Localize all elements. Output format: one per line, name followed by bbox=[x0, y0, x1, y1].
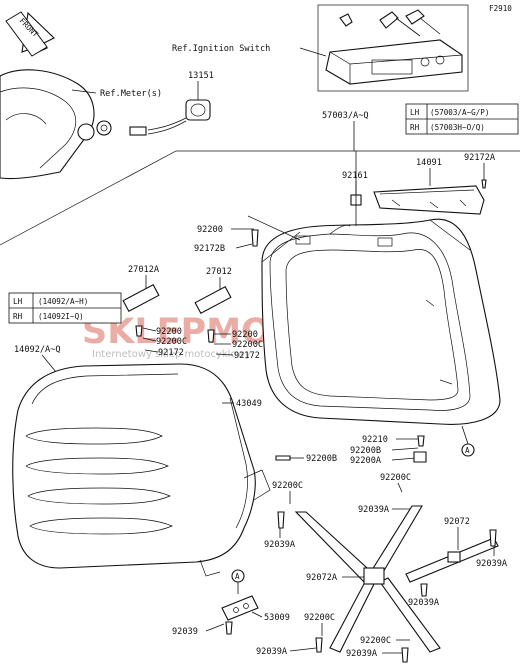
label-92039A: 92039A bbox=[264, 540, 296, 550]
label-92039A: 92039A bbox=[256, 647, 288, 657]
screw-92172 bbox=[135, 325, 143, 337]
ref-meter: Ref.Meter(s) bbox=[100, 89, 162, 99]
saddlebag-body bbox=[261, 218, 501, 425]
assembly-table-code: (57003H~O/Q) bbox=[430, 123, 485, 132]
strap-92072 bbox=[405, 537, 499, 583]
lid-table-side: RH bbox=[13, 312, 23, 321]
ignition-switch-illustration bbox=[317, 4, 469, 92]
front-arrow-icon: FRONT bbox=[5, 11, 55, 57]
callout-a-label: A bbox=[235, 572, 240, 581]
screw-92172A bbox=[481, 179, 487, 189]
label-27012: 27012 bbox=[206, 267, 232, 277]
bracket-27012 bbox=[194, 285, 232, 315]
latch-53009 bbox=[221, 595, 259, 621]
assembly-table-side: LH bbox=[410, 108, 420, 117]
assembly-variant-table: LH (57003/A~G/P) RH (57003H~O/Q) bbox=[405, 103, 519, 135]
label-92200: 92200 bbox=[197, 225, 223, 235]
callout-a-label: A bbox=[465, 446, 470, 455]
meter-illustration bbox=[0, 69, 112, 180]
assembly-table-code: (57003/A~G/P) bbox=[430, 108, 489, 117]
screw-92039A bbox=[489, 529, 497, 547]
label-92172: 92172 bbox=[158, 348, 184, 358]
saddlebag-lid bbox=[12, 363, 271, 577]
label-92200B: 92200B bbox=[350, 446, 381, 456]
ref-ignition-switch: Ref.Ignition Switch bbox=[172, 44, 270, 54]
assembly-table-side: RH bbox=[410, 123, 420, 132]
screw-92039A bbox=[277, 511, 285, 529]
lid-table-code: (14092/A~H) bbox=[38, 297, 88, 306]
label-92200B: 92200B bbox=[306, 454, 337, 464]
assembly-border bbox=[0, 150, 520, 246]
label-92200: 92200 bbox=[156, 327, 182, 337]
label-92200C: 92200C bbox=[272, 481, 303, 491]
label-27012A: 27012A bbox=[128, 265, 160, 275]
label-92072: 92072 bbox=[444, 517, 470, 527]
label-92172B: 92172B bbox=[194, 244, 225, 254]
label-92200C: 92200C bbox=[156, 337, 187, 347]
screw-92210 bbox=[417, 435, 425, 447]
label-92200: 92200 bbox=[232, 330, 258, 340]
screw-92039A bbox=[401, 647, 409, 663]
clip-92200B bbox=[275, 455, 291, 461]
label-92200C: 92200C bbox=[304, 613, 335, 623]
lid-variant-table: LH (14092/A~H) RH (14092I~Q) bbox=[8, 292, 122, 324]
label-92039: 92039 bbox=[172, 627, 198, 637]
label-92200C: 92200C bbox=[232, 340, 263, 350]
label-13151: 13151 bbox=[188, 71, 214, 81]
label-92172A: 92172A bbox=[464, 153, 496, 163]
label-92172: 92172 bbox=[234, 351, 260, 361]
power-socket-illustration bbox=[129, 99, 211, 136]
label-43049: 43049 bbox=[236, 399, 262, 409]
label-92200C: 92200C bbox=[360, 636, 391, 646]
bracket-27012A bbox=[122, 283, 160, 313]
label-92072A: 92072A bbox=[306, 573, 338, 583]
label-92200A: 92200A bbox=[350, 456, 382, 466]
label-92161: 92161 bbox=[342, 171, 368, 181]
label-92039A: 92039A bbox=[346, 649, 378, 659]
hinge-14091 bbox=[373, 185, 485, 215]
label-53009: 53009 bbox=[264, 613, 290, 623]
screw-92172 bbox=[207, 329, 215, 343]
label-14091: 14091 bbox=[416, 158, 442, 168]
screw-92039A bbox=[420, 583, 428, 597]
lid-table-side: LH bbox=[13, 297, 23, 306]
label-92039A: 92039A bbox=[408, 598, 440, 608]
label-14092: 14092/A~Q bbox=[14, 345, 61, 355]
screw-92039A bbox=[315, 637, 323, 653]
figure-code: F2910 bbox=[489, 4, 512, 13]
lid-table-code: (14092I~Q) bbox=[38, 312, 84, 321]
screw-92172B bbox=[251, 229, 259, 247]
label-92039A: 92039A bbox=[476, 559, 508, 569]
clip-92200A bbox=[413, 451, 427, 463]
label-92200C: 92200C bbox=[380, 473, 411, 483]
watermark-subtext: Internetowy sklep motocyklowy bbox=[92, 349, 251, 360]
label-57003: 57003/A~Q bbox=[322, 111, 369, 121]
screw-92039 bbox=[225, 621, 233, 635]
label-92039A: 92039A bbox=[358, 505, 390, 515]
label-92210: 92210 bbox=[362, 435, 388, 445]
strap-92072A bbox=[294, 505, 441, 653]
